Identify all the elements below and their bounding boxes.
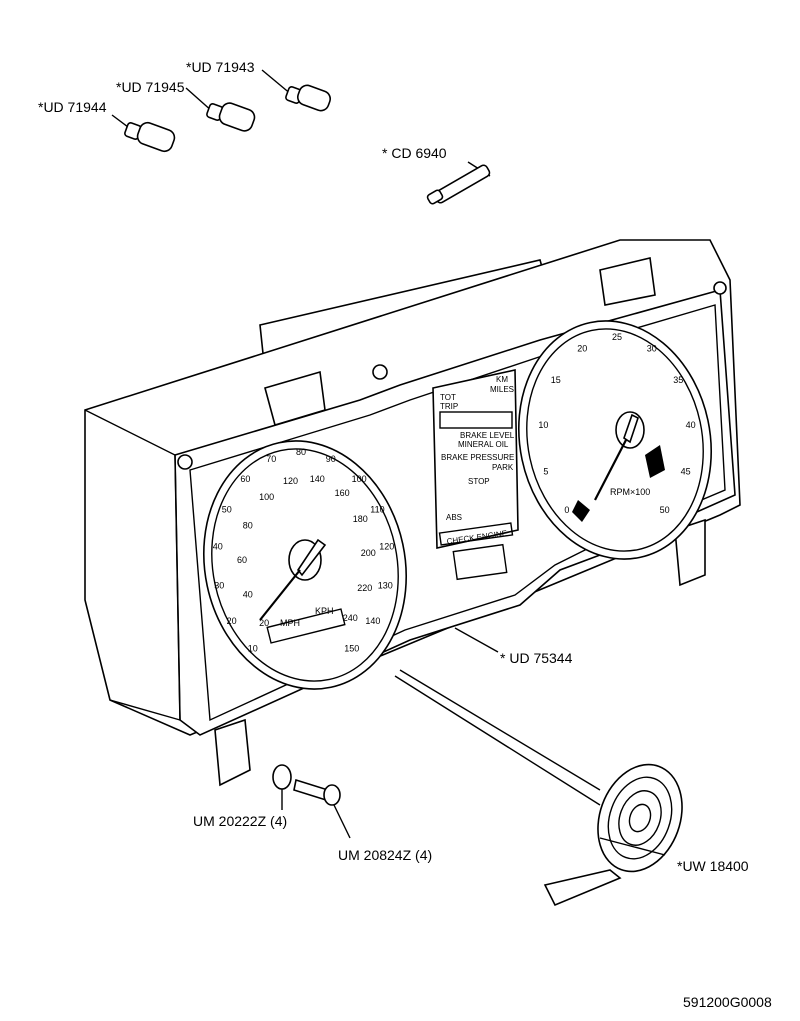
rpm-tick-label: 25	[612, 332, 622, 342]
label-uw18400: *UW 18400	[677, 858, 749, 874]
kph-tick-label: 100	[259, 492, 274, 502]
label-um20222z: UM 20222Z (4)	[193, 813, 287, 829]
mph-tick-label: 40	[213, 542, 223, 552]
mph-tick-label: 90	[326, 454, 336, 464]
mph-tick-label: 130	[378, 580, 393, 590]
mph-tick-label: 10	[248, 644, 258, 654]
mph-tick-label: 140	[365, 616, 380, 626]
mph-tick-label: 60	[240, 474, 250, 484]
label-ud71945: *UD 71945	[116, 79, 185, 95]
tape-roll-uw18400	[394, 669, 683, 907]
mph-tick-label: 80	[296, 447, 306, 457]
speedometer: MPH KPH 10 20 30 40 50 60 70 80 90 100 110 120 130 14…	[202, 440, 408, 690]
rpm-tick-label: 35	[673, 375, 683, 385]
drawing-number: 591200G0008	[683, 994, 772, 1010]
low-mark	[572, 500, 590, 522]
rpm-tick-label: 20	[577, 344, 587, 354]
connector-cd6940	[426, 161, 491, 205]
mph-tick-label: 20	[227, 616, 237, 626]
bulb-ud71943	[261, 69, 332, 112]
label-ud71944: *UD 71944	[38, 99, 107, 115]
rpm-tick-label: 15	[551, 375, 561, 385]
rpm-tick-label: 0	[564, 505, 569, 515]
kph-tick-label: 240	[343, 613, 358, 623]
kph-label: KPH	[315, 606, 334, 616]
warning-panel: TOT TRIP KM MILES BRAKE LEVEL MINERAL OI…	[432, 369, 519, 581]
panel-tot: TOT	[440, 393, 456, 402]
mph-label: MPH	[280, 618, 300, 628]
mph-tick-label: 120	[379, 542, 394, 552]
redline-mark	[645, 445, 665, 478]
panel-mineral-oil: MINERAL OIL	[458, 440, 509, 449]
panel-miles: MILES	[490, 385, 514, 394]
kph-tick-label: 20	[259, 618, 269, 628]
mph-tick-label: 70	[266, 454, 276, 464]
panel-km: KM	[496, 375, 508, 384]
kph-tick-label: 80	[243, 520, 253, 530]
label-ud71943: *UD 71943	[186, 59, 255, 75]
bulb-ud71944	[111, 114, 176, 153]
kph-tick-label: 200	[361, 548, 376, 558]
washer-um20222z	[272, 764, 292, 790]
screw-um20824z	[293, 778, 351, 839]
kph-tick-label: 180	[353, 514, 368, 524]
mph-tick-label: 30	[214, 580, 224, 590]
panel-brake-pressure: BRAKE PRESSURE	[441, 453, 514, 462]
rpm-tick-label: 45	[681, 467, 691, 477]
tachometer: RPM×100 0 5 10 15 20 25 30 35 40 45 50	[517, 320, 713, 560]
panel-stop: STOP	[468, 477, 490, 486]
mph-tick-label: 110	[370, 505, 384, 515]
label-cd6940: * CD 6940	[382, 145, 447, 161]
panel-abs: ABS	[446, 513, 462, 522]
rpm-tick-label: 10	[538, 420, 548, 430]
rpm-tick-label: 30	[647, 344, 657, 354]
rpm-tick-label: 5	[543, 467, 548, 477]
panel-brake-level: BRAKE LEVEL	[460, 431, 515, 440]
kph-tick-label: 60	[237, 555, 247, 565]
speedometer-needle	[297, 538, 327, 577]
panel-park: PARK	[492, 463, 514, 472]
label-ud75344: * UD 75344	[500, 650, 573, 666]
mph-tick-label: 150	[344, 644, 359, 654]
kph-tick-label: 140	[310, 474, 325, 484]
mph-tick-label: 100	[352, 474, 367, 484]
kph-tick-label: 220	[357, 583, 372, 593]
panel-trip: TRIP	[440, 402, 458, 411]
label-um20824z: UM 20824Z (4)	[338, 847, 432, 863]
rpm-tick-label: 40	[686, 420, 696, 430]
kph-tick-label: 40	[243, 590, 253, 600]
bulb-ud71945	[185, 87, 256, 132]
kph-tick-label: 120	[283, 476, 298, 486]
kph-tick-label: 160	[335, 488, 350, 498]
rpm-tick-label: 50	[660, 505, 670, 515]
rpm-label: RPM×100	[610, 487, 650, 497]
mph-tick-label: 50	[222, 505, 232, 515]
tachometer-needle	[623, 413, 639, 444]
